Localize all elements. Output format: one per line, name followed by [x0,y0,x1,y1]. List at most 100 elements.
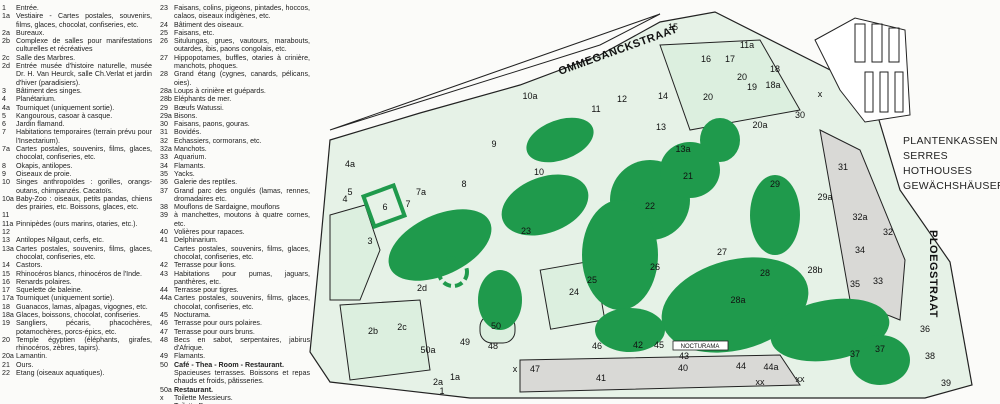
legend-number: 1 [2,4,6,12]
map-label: 14 [658,91,668,101]
map-label: 20 [703,92,713,102]
map-label: 20 [737,72,747,82]
map-label: 27 [717,247,727,257]
legend-number: 35 [160,169,168,178]
map-label: 26 [650,262,660,272]
greenhouses-label: PLANTENKASSEN SERRES HOTHOUSES GEWÄCHSHÄ… [903,134,1000,194]
legend-number: 50 [160,360,168,369]
legend-text: Salle des Marbres. [16,53,76,62]
legend-text: Hippopotames, buffles, otaries à crinièr… [174,53,310,71]
legend-number: 14 [2,261,10,270]
legend-text: Bureaux. [16,28,45,37]
legend-number: 42 [160,261,168,270]
legend-number: 44a [160,294,172,303]
map-label: 29a [817,192,832,202]
legend-text: Baby-Zoo : oiseaux, petits pandas, chien… [16,194,152,212]
legend-number: 40 [160,228,168,237]
legend-text: Mouflons de Sardaigne, mouflons [174,203,280,212]
legend-text: Restaurant. [174,385,214,394]
legend-number: 27 [160,53,168,62]
legend-number: 18a [2,310,14,319]
map-label: 32 [883,227,893,237]
buildings-southwest [339,299,431,381]
legend-text: Guanacos, lamas, alpagas, vigognes, etc. [16,302,148,311]
map-label: 28a [730,295,745,305]
legend-number: 38 [160,203,168,212]
legend-number: 44 [160,286,168,295]
legend-number: 20 [2,335,10,344]
legend-text: Sangliers, pécaris, phacochères, potamoc… [16,319,152,336]
map-label: 2b [368,326,378,336]
flemish-garden [360,182,408,230]
map-label: 2c [397,322,407,332]
legend-number: 4a [2,103,10,112]
legend-text: Etang (oiseaux aquatiques). [16,369,105,378]
legend-number: 11 [2,211,10,220]
legend-item: 12 [2,228,152,236]
legend-number: 2b [2,37,10,46]
flemish-garden-circle [437,256,469,288]
map-label: 37 [875,344,885,354]
legend-text: Habitations temporaires (terrain prévu p… [16,128,152,145]
legend-text: Faisans, paons, gouras. [174,120,250,129]
legend-text: Aquarium. [174,153,207,162]
map-label: 13 [656,122,666,132]
map-label: 28 [760,268,770,278]
map-label: 18 [770,64,780,74]
legend-text: Spacieuses terrasses. Boissons et repas … [174,369,310,386]
legend-text: Grand étang (cygnes, canards, pélicans, … [174,70,310,87]
legend-text: Ours. [16,360,34,369]
legend-item: xxToilette Dames. [160,402,310,404]
legend-number: 13 [2,236,10,245]
legend-number: 32 [160,136,168,145]
map-label: 11 [591,104,600,114]
map-label: 49 [460,337,470,347]
map-label: 41 [596,373,606,383]
legend-number: 28 [160,70,168,79]
legend-item: 28 Grand étang (cygnes, canards, pélicans… [160,70,310,87]
legend-number: 15 [2,269,10,278]
nocturama-sign-text: NOCTURAMA [681,344,720,350]
legend-number: 4 [2,95,6,104]
legend-number: 16 [2,277,10,286]
map-label: xx [756,377,766,387]
legend-text: Galerie des reptiles. [174,178,238,187]
legend-text: Bâtiment des singes. [16,86,82,95]
legend-text: Renards polaires. [16,277,72,286]
map-shapes [309,11,973,399]
legend-number: 2a [2,28,10,37]
legend-text: à manchettes, moutons à quatre cornes, e… [174,211,310,228]
legend-number: 7a [2,145,10,154]
map-label: 1 [439,386,444,396]
legend-text: Echassiers, cormorans, etc. [174,136,262,145]
legend-number: 33 [160,153,168,162]
legend-number: 10a [2,194,14,203]
map-label: 10a [522,91,537,101]
legend-text: Vestiaire - Cartes postales, souvenirs, … [16,12,152,29]
map-label: x [818,89,823,99]
legend-text: Eléphants de mer. [174,95,232,104]
legend-number: 10 [2,178,10,187]
map-label: 36 [920,324,930,334]
map-label: 22 [645,201,655,211]
legend-text: Loups à crinière et guépards. [174,86,266,95]
